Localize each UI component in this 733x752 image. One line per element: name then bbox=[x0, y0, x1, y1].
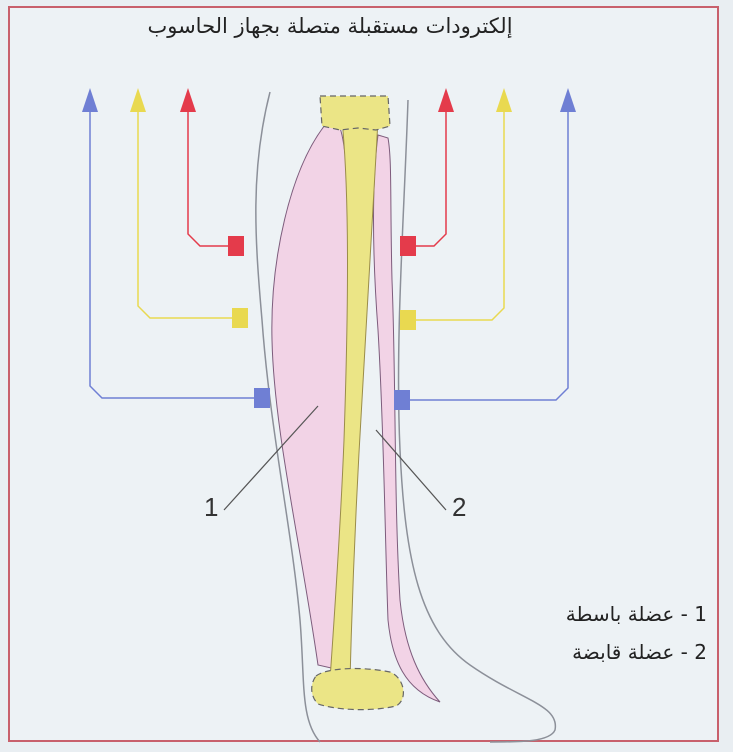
electrode-red-left bbox=[228, 236, 244, 256]
electrode-yellow-right bbox=[400, 310, 416, 330]
wire-yellow-right bbox=[408, 112, 504, 320]
arrow-red-right-icon bbox=[438, 88, 454, 112]
arrow-blue-left-icon bbox=[82, 88, 98, 112]
label-muscle-1: 1 bbox=[204, 492, 218, 523]
electrode-blue-left bbox=[254, 388, 270, 408]
electrode-yellow-left bbox=[232, 308, 248, 328]
arrow-blue-right-icon bbox=[560, 88, 576, 112]
wire-red-right bbox=[408, 112, 446, 246]
bone-knee bbox=[320, 96, 390, 130]
legend-item-extensor: 1 - عضلة باسطة bbox=[566, 602, 707, 626]
bone-ankle bbox=[312, 669, 404, 710]
leg-outline-front bbox=[399, 100, 556, 742]
electrode-blue-right bbox=[394, 390, 410, 410]
arrow-yellow-right-icon bbox=[496, 88, 512, 112]
arrow-yellow-left-icon bbox=[130, 88, 146, 112]
wire-yellow-left bbox=[138, 112, 240, 318]
wire-blue-right bbox=[402, 112, 568, 400]
wire-red-left bbox=[188, 112, 236, 246]
electrode-red-right bbox=[400, 236, 416, 256]
arrow-red-left-icon bbox=[180, 88, 196, 112]
legend-item-flexor: 2 - عضلة قابضة bbox=[572, 640, 707, 664]
diagram-title: إلكترودات مستقبلة متصلة بجهاز الحاسوب bbox=[120, 14, 540, 38]
label-muscle-2: 2 bbox=[452, 492, 466, 523]
